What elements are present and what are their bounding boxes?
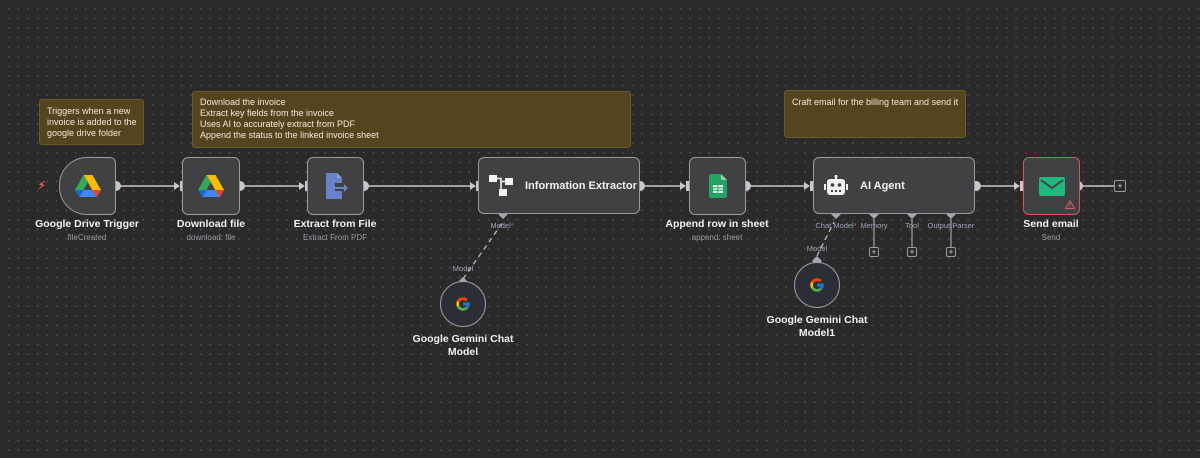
node-label-send-email: Send email Send	[1023, 218, 1078, 242]
node-title-line2: Model1	[798, 327, 836, 339]
node-title: Append row in sheet	[665, 218, 769, 230]
envelope-icon	[1038, 176, 1065, 196]
sticky-note-extraction[interactable]: Download the invoice Extract key fields …	[192, 91, 631, 148]
port-name: Chat Model	[815, 221, 854, 230]
port-label-memory: Memory	[860, 221, 888, 230]
add-next-node-button[interactable]: +	[1114, 180, 1126, 192]
node-label-append-row: Append row in sheet append: sheet	[665, 218, 768, 242]
node-title-line1: Google Gemini Chat	[412, 333, 514, 345]
port-name: Model	[490, 221, 511, 230]
sticky-line: Uses AI to accurately extract from PDF	[200, 119, 356, 129]
file-export-icon	[325, 173, 348, 199]
node-google-gemini-chat-model1[interactable]	[794, 262, 840, 308]
node-title: AI Agent	[860, 179, 905, 192]
add-tool-button[interactable]: +	[907, 247, 917, 257]
sticky-note-email[interactable]: Craft email for the billing team and sen…	[784, 90, 966, 138]
node-subtitle: download: file	[186, 233, 236, 242]
sticky-line: google drive folder	[47, 128, 122, 138]
node-label-gemini-1: Google Gemini Chat Model	[413, 333, 514, 359]
sticky-line: invoice is added to the	[47, 117, 137, 127]
node-google-drive-trigger[interactable]	[59, 157, 116, 215]
node-google-gemini-chat-model[interactable]	[440, 281, 486, 327]
google-sheets-icon	[708, 174, 727, 198]
node-append-row-in-sheet[interactable]	[689, 157, 746, 215]
port-label-gemini2-model: Model	[806, 244, 828, 253]
node-send-email[interactable]	[1023, 157, 1080, 215]
node-title: Extract from File	[293, 218, 377, 230]
node-label-gemini-2: Google Gemini Chat Model1	[767, 314, 868, 340]
node-subtitle: Send	[1041, 233, 1061, 242]
node-information-extractor[interactable]: Information Extractor	[478, 157, 640, 214]
node-extract-from-file[interactable]	[307, 157, 364, 215]
required-marker: *	[853, 221, 857, 230]
node-subtitle: Extract From PDF	[302, 233, 368, 242]
add-output-parser-button[interactable]: +	[946, 247, 956, 257]
port-label-chat-model: Chat Model*	[815, 221, 856, 230]
google-icon	[456, 297, 470, 311]
node-title: Download file	[176, 218, 246, 230]
sticky-line: Craft email for the billing team and sen…	[792, 97, 959, 107]
add-memory-button[interactable]: +	[869, 247, 879, 257]
port-label-output-parser: Output Parser	[927, 221, 975, 230]
sticky-line: Append the status to the linked invoice …	[200, 130, 379, 140]
required-marker: *	[510, 221, 514, 230]
robot-icon	[824, 174, 848, 195]
sticky-note-trigger[interactable]: Triggers when a new invoice is added to …	[39, 99, 144, 145]
node-ai-agent[interactable]: AI Agent	[813, 157, 975, 214]
node-title-line1: Google Gemini Chat	[766, 314, 868, 326]
node-title: Information Extractor	[525, 179, 637, 192]
node-label-download-file: Download file download: file	[177, 218, 245, 242]
node-title-line2: Model	[447, 346, 479, 358]
node-title: Send email	[1023, 218, 1079, 230]
tree-structure-icon	[489, 174, 513, 196]
node-title: Google Drive Trigger	[35, 218, 139, 230]
node-subtitle: fileCreated	[67, 233, 107, 242]
warning-icon[interactable]	[1065, 200, 1075, 209]
port-label-tool: Tool	[905, 221, 919, 230]
node-download-file[interactable]	[182, 157, 240, 215]
trigger-bolt-icon: ⚡︎	[38, 180, 46, 192]
port-label-gemini1-model: Model	[452, 264, 474, 273]
sticky-line: Extract key fields from the invoice	[200, 108, 335, 118]
google-drive-icon	[198, 175, 224, 197]
port-label-model: Model*	[490, 221, 513, 230]
google-drive-icon	[74, 175, 101, 197]
node-label-drive-trigger: Google Drive Trigger fileCreated	[35, 218, 139, 242]
node-subtitle: append: sheet	[691, 233, 743, 242]
google-icon	[810, 278, 824, 292]
sticky-line: Triggers when a new	[47, 106, 131, 116]
node-label-extract-from-file: Extract from File Extract From PDF	[294, 218, 377, 242]
sticky-line: Download the invoice	[200, 97, 286, 107]
